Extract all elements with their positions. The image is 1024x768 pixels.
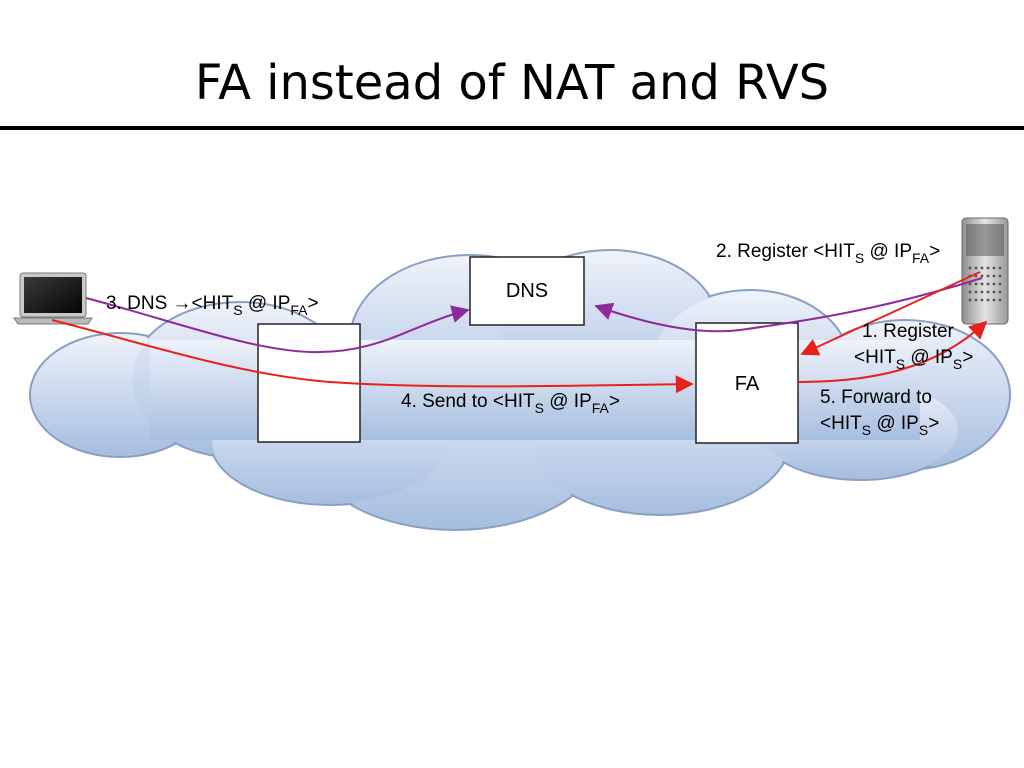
arrow-dns-query [85,297,470,354]
arrow-register-fa [800,271,981,356]
step4-label: 4. Send to <HITS @ IPFA> [401,391,620,416]
arrow-forward-to-server [797,320,988,383]
arrow-register-dns [594,277,983,333]
title-divider [0,126,1024,130]
server-tower-icon [961,217,1009,325]
arrow-send-to-fa [51,319,694,394]
laptop-icon [13,272,93,325]
dns-box [469,256,585,326]
dns-label: DNS [506,280,548,302]
fa-label: FA [735,373,760,395]
slide-title: FA instead of NAT and RVS [194,55,830,111]
step1-label-line2: <HITS @ IPS> [854,347,973,372]
step5-label-line2: <HITS @ IPS> [820,413,939,438]
step2-label: 2. Register <HITS @ IPFA> [716,241,940,266]
step5-label-line1: 5. Forward to [820,387,932,408]
step3-label: 3. DNS →<HITS @ IPFA> [106,293,319,318]
step1-label-line1: 1. Register [862,321,955,342]
fa-box [695,322,799,444]
